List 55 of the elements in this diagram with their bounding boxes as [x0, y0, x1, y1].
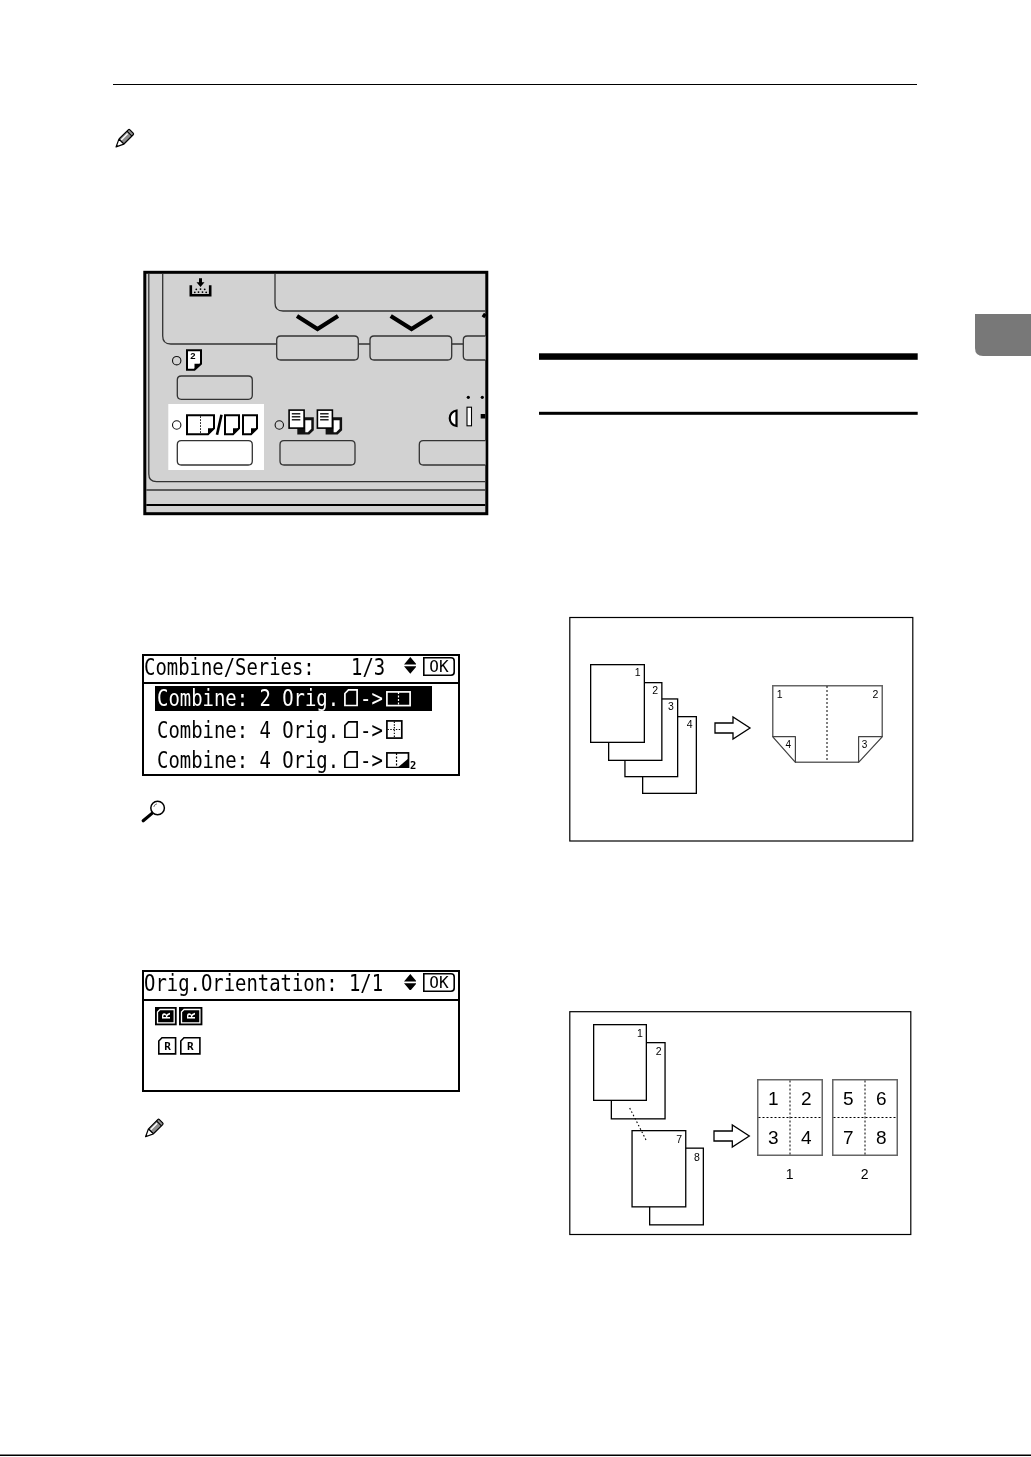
- combined-sheet: [756, 1079, 823, 1156]
- subscript-digit: 2: [409, 760, 417, 771]
- selected-option-bar: [155, 686, 432, 711]
- block-arrow: [714, 715, 752, 741]
- page-number: 3: [861, 740, 868, 751]
- block-arrow: [713, 1123, 751, 1149]
- folded-corner: [858, 736, 883, 763]
- folded-corner: [772, 736, 796, 763]
- page-number: 2: [800, 1088, 812, 1108]
- page-counter: 1/3: [351, 655, 386, 679]
- orientation-option: [179, 1006, 203, 1025]
- page-number: 1: [776, 688, 783, 699]
- menu-arrow-text: ->: [359, 719, 383, 742]
- page-number: 6: [875, 1088, 887, 1108]
- page-number: 3: [667, 700, 674, 712]
- page-number: 1: [767, 1088, 779, 1108]
- menu-option: Combine: 4 Orig.: [157, 719, 340, 742]
- page-number: 8: [875, 1127, 887, 1147]
- icon-digit: 2: [190, 350, 196, 361]
- orientation-letter: R: [160, 1012, 172, 1020]
- page-number: 7: [676, 1134, 683, 1145]
- page-number: 4: [800, 1127, 812, 1147]
- menu-option: Combine: 2 Orig.: [157, 687, 340, 711]
- orientation-letter: R: [187, 1040, 194, 1052]
- page-number: 3: [767, 1127, 779, 1147]
- orientation-option: [155, 1006, 177, 1025]
- page-number: 8: [693, 1151, 700, 1162]
- menu-arrow-text: ->: [359, 749, 383, 772]
- page-stack: [590, 664, 697, 794]
- page-number: 7: [842, 1127, 854, 1147]
- folded-sheet: [772, 685, 883, 763]
- page-number: 4: [785, 740, 792, 751]
- ok-key: OK: [423, 657, 455, 677]
- combined-sheet: [831, 1079, 898, 1156]
- page-number: 4: [686, 718, 693, 730]
- lcd-screen: [141, 970, 460, 1092]
- screen-title: Orig.Orientation: 1/1: [144, 972, 384, 996]
- sheet-caption: 1: [785, 1166, 794, 1181]
- page-number: 2: [655, 1046, 662, 1057]
- menu-option: Combine: 4 Orig.: [157, 749, 340, 772]
- sheet-caption: 2: [860, 1166, 869, 1181]
- page-number: 2: [652, 684, 658, 696]
- page-number: 1: [636, 1028, 643, 1039]
- page-number: 2: [872, 688, 879, 699]
- page-number: 1: [634, 666, 641, 678]
- ok-key: OK: [423, 973, 455, 993]
- orientation-option: [180, 1037, 201, 1055]
- screen-title: Combine/Series:: [144, 655, 315, 679]
- orientation-letter: R: [164, 1040, 171, 1052]
- page-stack: [593, 1024, 705, 1226]
- orientation-option: [158, 1037, 177, 1055]
- orientation-letter: R: [185, 1012, 197, 1020]
- page-number: 5: [842, 1088, 854, 1108]
- menu-arrow-text: ->: [359, 687, 383, 711]
- lcd-screen: [141, 654, 460, 776]
